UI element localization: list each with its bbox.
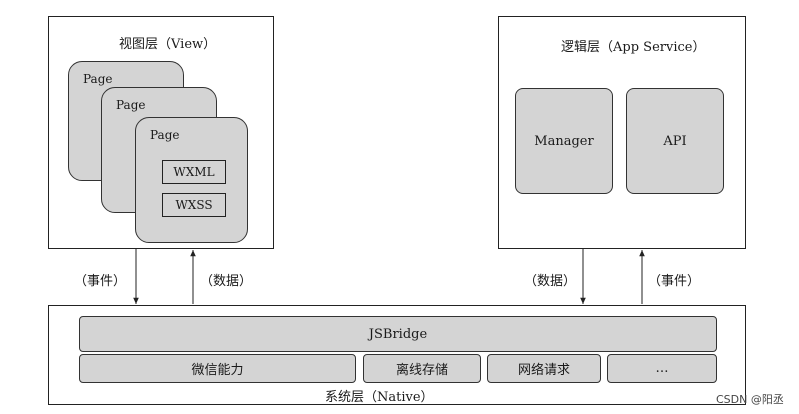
wechat-capability-bar: 微信能力	[79, 354, 356, 383]
watermark: CSDN @阳丞	[716, 393, 784, 406]
jsbridge-bar: JSBridge	[79, 316, 717, 352]
system-layer-title: 系统层（Native）	[325, 390, 434, 405]
system-layer-frame: JSBridge 微信能力 离线存储 网络请求 … 系统层（Native）	[48, 305, 746, 405]
page-label: Page	[83, 72, 113, 86]
logic-layer-frame: 逻辑层（App Service） Manager API	[498, 16, 746, 249]
wxss-box: WXSS	[162, 193, 226, 217]
event-label-right: （事件）	[648, 274, 701, 289]
view-layer-title: 视图层（View）	[119, 37, 217, 52]
manager-block: Manager	[515, 88, 613, 194]
page-label: Page	[116, 98, 146, 112]
data-label-left: （数据）	[200, 274, 253, 289]
logic-layer-title: 逻辑层（App Service）	[561, 40, 706, 55]
wxml-box: WXML	[162, 160, 226, 184]
network-request-bar: 网络请求	[487, 354, 601, 383]
data-label-right: （数据）	[524, 274, 577, 289]
offline-storage-bar: 离线存储	[363, 354, 481, 383]
api-block: API	[626, 88, 724, 194]
page-card-front: Page WXML WXSS	[135, 117, 248, 243]
page-label: Page	[150, 128, 180, 142]
event-label-left: （事件）	[74, 274, 127, 289]
more-capabilities-bar: …	[607, 354, 717, 383]
